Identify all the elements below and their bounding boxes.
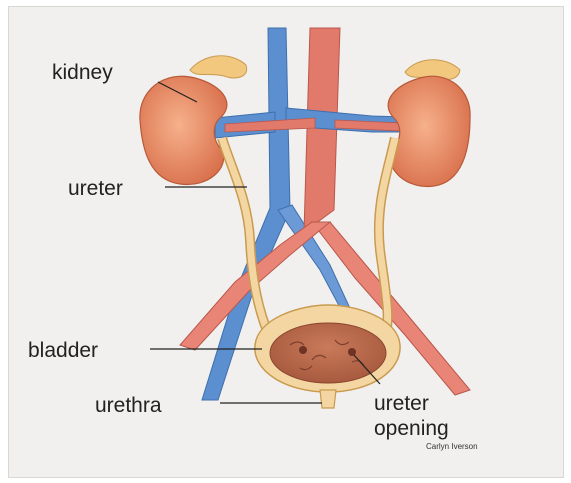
bladder-interior <box>270 323 386 383</box>
ureter-opening-label-line2: opening <box>374 418 449 439</box>
ureter-label: ureter <box>68 178 123 199</box>
left-ureter-opening <box>299 346 307 354</box>
urethra-label: urethra <box>95 395 162 416</box>
kidney-label: kidney <box>52 62 113 83</box>
right-ureter-opening <box>348 348 356 356</box>
urethra <box>320 390 336 408</box>
left-adrenal-gland <box>190 56 247 78</box>
ureter-opening-label-line1: ureter <box>374 393 429 414</box>
left-kidney <box>140 76 227 184</box>
bladder-label: bladder <box>28 340 98 361</box>
illustrator-credit: Carlyn Iverson <box>426 442 478 451</box>
right-kidney <box>388 76 470 186</box>
